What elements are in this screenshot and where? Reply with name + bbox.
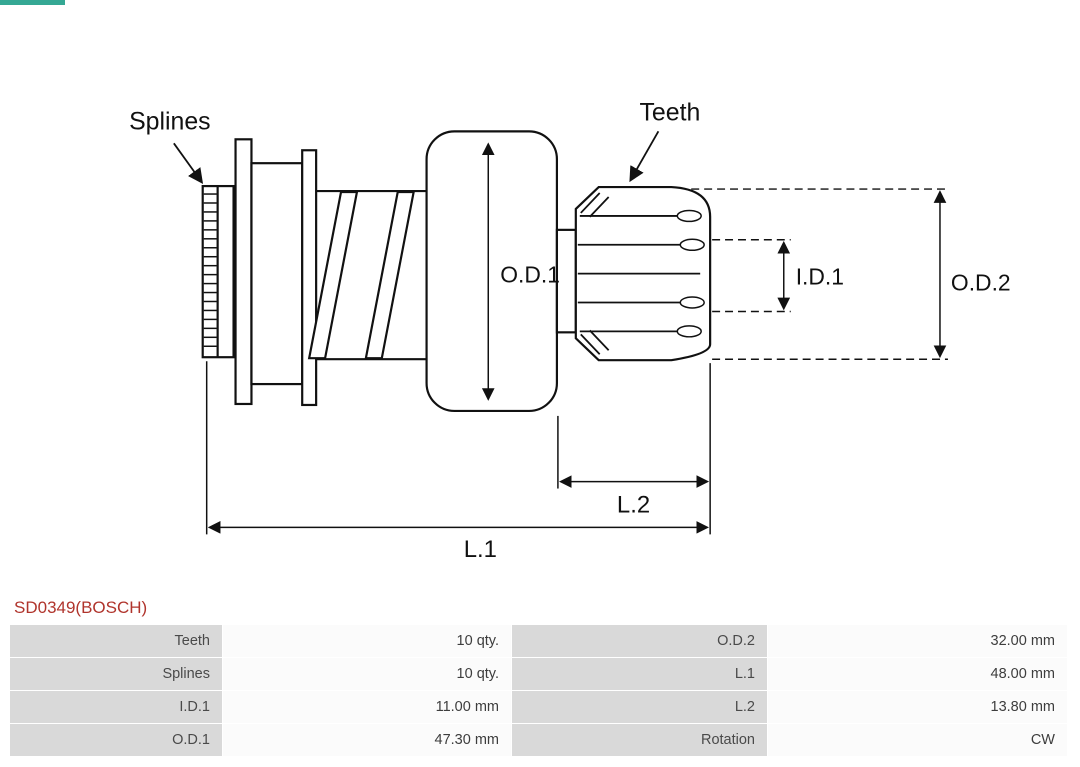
spec-label-cell: Teeth: [10, 625, 222, 657]
od1-dimension: O.D.1: [481, 142, 560, 401]
spec-label-cell: O.D.1: [10, 724, 222, 756]
id1-dimension: [712, 239, 791, 313]
spec-value-cell: 13.80 mm: [768, 691, 1067, 723]
l1-dimension-label: L.1: [464, 536, 497, 563]
spec-label-cell: I.D.1: [10, 691, 222, 723]
teeth-leader-arrow: [629, 130, 660, 183]
part-diagram: O.D.1 I.D.1 O.D.2 L.2 L.1 Splines Teeth: [129, 98, 1011, 563]
pinion-tooth-tips: [676, 209, 705, 338]
spec-label-cell: L.1: [512, 658, 767, 690]
spline-hatch: [203, 193, 217, 348]
spec-label-cell: O.D.2: [512, 625, 767, 657]
id1-dimension-label: I.D.1: [796, 264, 844, 290]
od2-dimension-label: O.D.2: [951, 270, 1011, 296]
l2-dimension-label: L.2: [617, 491, 650, 518]
spec-value-cell: 11.00 mm: [223, 691, 511, 723]
spec-value-cell: 47.30 mm: [223, 724, 511, 756]
teeth-label: Teeth: [639, 98, 700, 126]
spring: [307, 189, 427, 361]
spec-value-cell: 10 qty.: [223, 625, 511, 657]
splines-leader-arrow: [173, 142, 204, 184]
spec-label-cell: Splines: [10, 658, 222, 690]
spec-table: Teeth 10 qty. O.D.2 32.00 mm Splines 10 …: [10, 625, 1070, 756]
spec-label-cell: L.2: [512, 691, 767, 723]
od2-dimension: [691, 188, 948, 360]
l1-dimension: [205, 361, 710, 535]
spec-value-cell: 10 qty.: [223, 658, 511, 690]
spec-value-cell: 32.00 mm: [768, 625, 1067, 657]
spec-label-cell: Rotation: [512, 724, 767, 756]
l2-dimension: [557, 363, 711, 535]
accent-bar: [0, 0, 65, 5]
flange-discs: [234, 138, 318, 407]
spec-value-cell: 48.00 mm: [768, 658, 1067, 690]
spec-value-cell: CW: [768, 724, 1067, 756]
od1-dimension-label: O.D.1: [500, 262, 560, 288]
part-number: SD0349(BOSCH): [14, 598, 148, 617]
splines-label: Splines: [129, 107, 211, 135]
